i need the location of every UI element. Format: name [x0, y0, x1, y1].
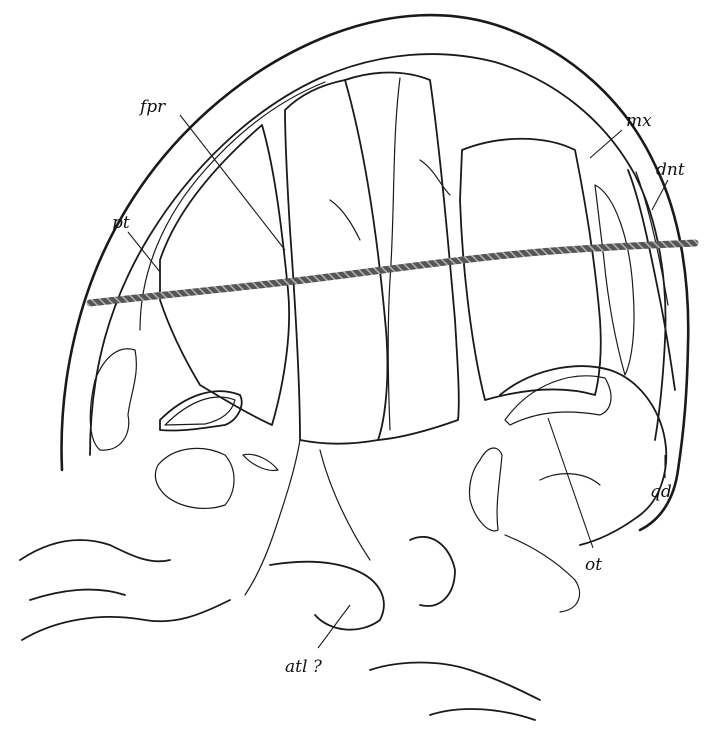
left-frontal-bone [285, 80, 387, 444]
otic-hatched [505, 376, 611, 425]
fragment-j [320, 450, 370, 560]
label-atl: atl ? [285, 657, 323, 677]
fragment-b [30, 590, 125, 600]
label-dnt: dnt [656, 160, 685, 180]
crack-1 [330, 200, 360, 240]
frontal-suture [388, 78, 400, 430]
crack-2 [420, 160, 450, 195]
leader-dnt [652, 180, 668, 210]
leader-atl [318, 605, 350, 648]
orbit-center-stipple [155, 448, 234, 508]
fragment-f [370, 663, 540, 701]
left-hatched-region [160, 125, 289, 425]
fragment-a [20, 540, 170, 561]
label-pt: pt [112, 213, 130, 233]
label-qd: qd [650, 482, 672, 502]
fragment-h [505, 535, 580, 612]
fragment-d [270, 562, 384, 630]
cord [90, 243, 695, 303]
right-hatched-region [460, 139, 601, 400]
fragment-e [410, 537, 455, 606]
dentary-strip [628, 170, 675, 390]
fragment-c [22, 600, 230, 640]
fragment-g [430, 709, 535, 720]
label-ot: ot [585, 555, 602, 575]
lower-left-hatch [165, 397, 235, 425]
stipple-small [243, 454, 278, 470]
right-frontal-bone [345, 73, 459, 441]
label-mx: mx [626, 111, 652, 131]
label-fpr: fpr [138, 97, 166, 117]
stipple-right [469, 448, 502, 531]
leader-ot [548, 418, 593, 548]
orbit-left-stipple [90, 349, 136, 450]
fragment-i [540, 474, 600, 485]
